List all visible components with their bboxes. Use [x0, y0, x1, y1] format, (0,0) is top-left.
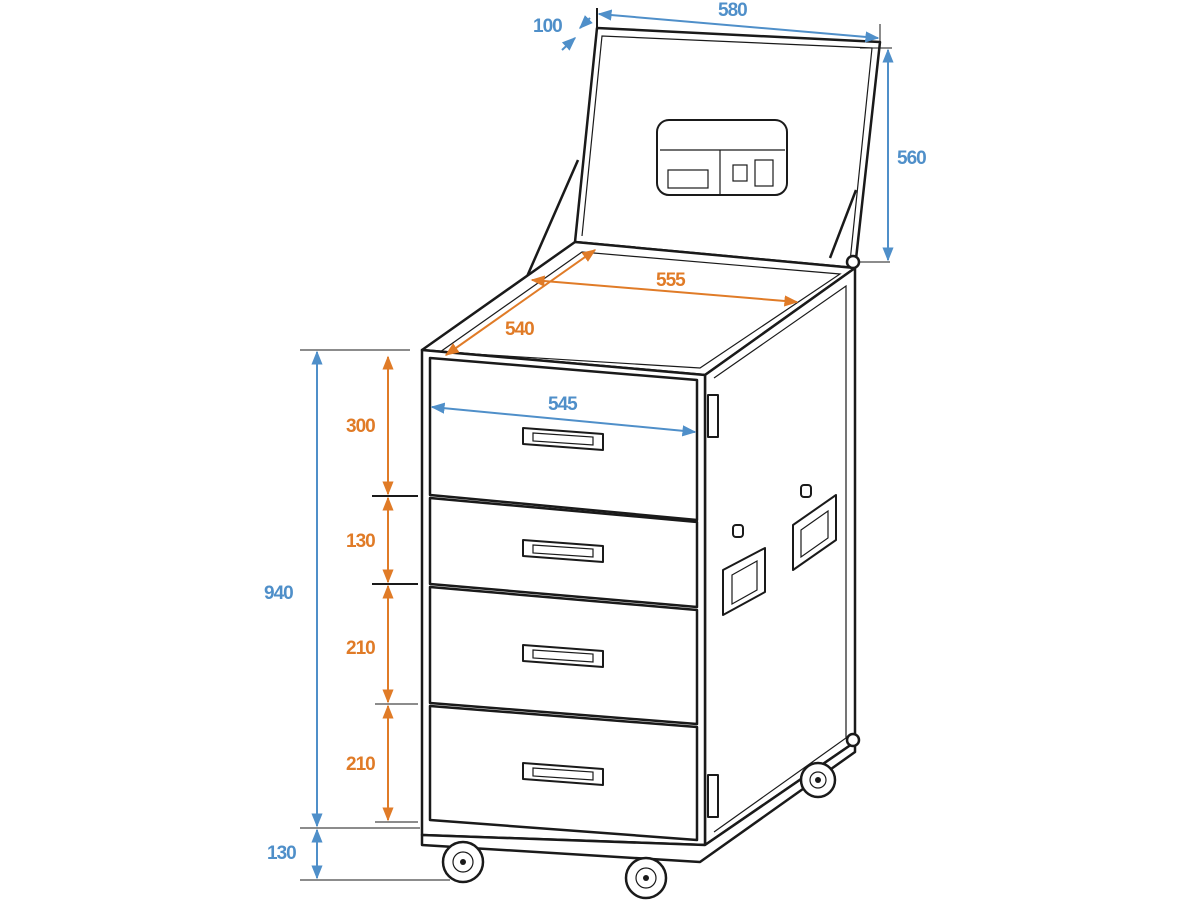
drawer-3: [428, 585, 699, 726]
drawer-2: [428, 496, 699, 609]
lid-pocket: [656, 119, 788, 196]
case-base: [420, 740, 857, 864]
wheels: [441, 761, 837, 900]
lid-strut-right: [828, 189, 858, 259]
drawer-1-height-label: 300: [346, 416, 375, 437]
wheel: [799, 761, 837, 799]
dimension-lines: [311, 9, 894, 880]
extension-lines: [300, 8, 892, 881]
dimension-labels: 100 580 560 555 540 545 300 130 210 210 …: [264, 0, 927, 864]
drawer-4-height-label: 210: [346, 754, 375, 775]
drawer-handle: [522, 539, 604, 563]
lid-height-label: 560: [897, 148, 926, 169]
hinge: [707, 394, 719, 438]
wheel-height-label: 130: [267, 843, 296, 864]
drawer-3-height-label: 210: [346, 638, 375, 659]
wheel: [441, 840, 485, 884]
lid-width-label: 580: [718, 0, 747, 21]
drawer-handle: [522, 644, 604, 668]
drawer-2-height-label: 130: [346, 531, 375, 552]
drawer-4: [428, 704, 699, 842]
drawer-handle: [522, 762, 604, 786]
hinge: [707, 774, 719, 818]
drawer-1: [428, 356, 699, 522]
front-width-label: 545: [548, 394, 578, 415]
body-height-label: 940: [264, 583, 293, 604]
side-handle: [792, 494, 837, 571]
side-hardware: [707, 394, 837, 818]
inner-depth-label: 540: [505, 319, 534, 340]
inner-width-label: 555: [656, 270, 686, 291]
side-handle: [722, 547, 766, 616]
wheel: [624, 856, 668, 900]
drawers: [428, 356, 699, 842]
lid-depth-label: 100: [533, 16, 562, 37]
